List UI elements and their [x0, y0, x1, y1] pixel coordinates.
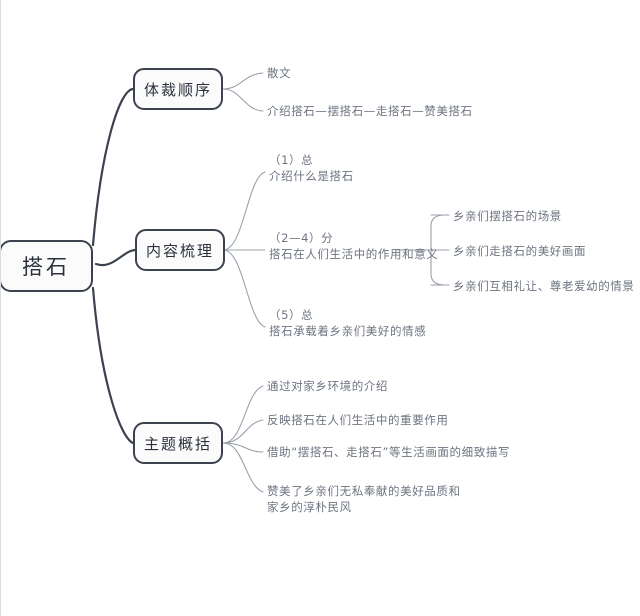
leaf-theme-hometown[interactable]: 通过对家乡环境的介绍 — [267, 378, 388, 394]
leaf-scene-courtesy-text: 乡亲们互相礼让、尊老爱幼的情景 — [453, 279, 635, 293]
connector-content-to-part3 — [222, 249, 266, 328]
connector-theme-to-praise — [222, 442, 264, 493]
leaf-scene-placing[interactable]: 乡亲们摆搭石的场景 — [453, 208, 562, 224]
leaf-genre-prose-line1: 散文 — [267, 66, 292, 80]
leaf-content-part2-line2: 搭石在人们生活中的作用和意义 — [269, 247, 439, 261]
leaf-content-part3-line2: 搭石承载着乡亲们美好的情感 — [269, 324, 427, 338]
connector-root-to-theme-summary — [91, 286, 135, 445]
branch-label-genre-order: 体裁顺序 — [143, 80, 212, 99]
leaf-theme-detail[interactable]: 借助“摆搭石、走搭石”等生活画面的细致描写 — [267, 444, 510, 460]
connector-theme-to-detail — [222, 442, 264, 453]
branch-node-content-outline[interactable]: 内容梳理 — [135, 229, 225, 271]
leaf-theme-role-line1: 反映搭石在人们生活中的重要作用 — [267, 413, 449, 427]
leaf-theme-praise-line2: 家乡的淳朴民风 — [267, 500, 352, 514]
leaf-scene-walking[interactable]: 乡亲们走搭石的美好画面 — [453, 243, 586, 259]
branch-node-genre-order[interactable]: 体裁顺序 — [133, 68, 223, 110]
connector-theme-to-hometown — [222, 385, 264, 444]
root-node[interactable]: 搭石 — [1, 240, 93, 292]
leaf-theme-praise-line1: 赞美了乡亲们无私奉献的美好品质和 — [267, 484, 461, 498]
connector-genre-to-prose — [222, 72, 264, 90]
connector-content-to-part1 — [222, 171, 266, 251]
branch-label-theme-summary: 主题概括 — [143, 434, 212, 453]
leaf-theme-hometown-line1: 通过对家乡环境的介绍 — [267, 379, 388, 393]
branch-node-theme-summary[interactable]: 主题概括 — [133, 422, 223, 464]
connector-genre-to-sequence — [222, 88, 264, 112]
leaf-theme-detail-line1: 借助“摆搭石、走搭石”等生活画面的细致描写 — [267, 445, 511, 459]
leaf-theme-praise[interactable]: 赞美了乡亲们无私奉献的美好品质和 家乡的淳朴民风 — [267, 483, 461, 515]
leaf-content-part1-line2: 介绍什么是搭石 — [269, 169, 354, 183]
connector-theme-to-role — [222, 419, 264, 444]
leaf-content-part3[interactable]: （5）总 搭石承载着乡亲们美好的情感 — [269, 307, 426, 339]
leaf-genre-sequence-line1: 介绍搭石—摆搭石—走搭石—赞美搭石 — [267, 104, 473, 118]
root-node-label: 搭石 — [22, 255, 70, 279]
leaf-genre-prose[interactable]: 散文 — [267, 65, 291, 81]
leaf-scene-courtesy[interactable]: 乡亲们互相礼让、尊老爱幼的情景 — [453, 278, 635, 294]
leaf-scene-placing-text: 乡亲们摆搭石的场景 — [453, 209, 562, 223]
leaf-content-part1-line1: （1）总 — [269, 153, 314, 167]
leaf-content-part3-line1: （5）总 — [269, 308, 314, 322]
leaf-theme-role[interactable]: 反映搭石在人们生活中的重要作用 — [267, 412, 449, 428]
connector-root-to-content-outline — [94, 248, 138, 267]
branch-label-content-outline: 内容梳理 — [145, 241, 214, 260]
leaf-content-part2-line1: （2—4）分 — [269, 231, 334, 245]
leaf-genre-sequence[interactable]: 介绍搭石—摆搭石—走搭石—赞美搭石 — [267, 103, 473, 119]
connector-root-to-genre-order — [91, 87, 135, 247]
leaf-content-part1[interactable]: （1）总 介绍什么是搭石 — [269, 152, 354, 184]
leaf-scene-walking-text: 乡亲们走搭石的美好画面 — [453, 244, 587, 258]
leaf-content-part2[interactable]: （2—4）分 搭石在人们生活中的作用和意义 — [269, 230, 438, 262]
